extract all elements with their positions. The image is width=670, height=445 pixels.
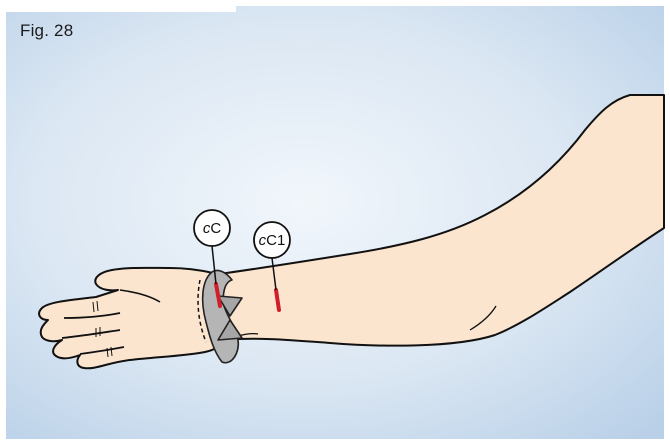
wrist-dashed-line bbox=[197, 279, 207, 343]
callout-cc-label: cC bbox=[203, 220, 222, 237]
figure-label: Fig. 28 bbox=[20, 21, 74, 40]
marker-cc1 bbox=[274, 288, 281, 312]
knuckle-mark-1 bbox=[92, 300, 99, 313]
label-notch bbox=[6, 6, 236, 12]
callout-cc-leader bbox=[211, 245, 217, 285]
callout-cc1-leader bbox=[271, 257, 277, 291]
arm bbox=[204, 94, 665, 347]
marker-cc bbox=[214, 282, 222, 308]
finger-line-2 bbox=[61, 329, 121, 339]
finger-line-1 bbox=[63, 312, 121, 319]
rotation-arrow-down bbox=[217, 295, 243, 317]
finger-line-3 bbox=[79, 346, 125, 355]
callout-cc-circle bbox=[193, 209, 231, 247]
elbow-crease bbox=[469, 305, 497, 331]
callout-cc1-label: cC1 bbox=[259, 232, 286, 249]
hand bbox=[38, 266, 226, 370]
knuckle-mark-3 bbox=[106, 346, 113, 358]
rotation-arrow-up bbox=[217, 319, 243, 341]
knuckle-mark-2 bbox=[95, 327, 101, 337]
thumb-crease bbox=[119, 289, 161, 303]
callout-cc1-circle bbox=[253, 221, 291, 259]
